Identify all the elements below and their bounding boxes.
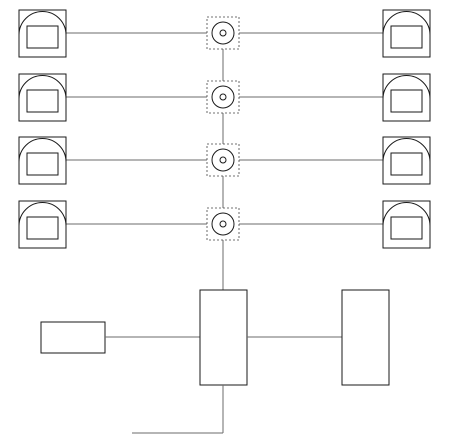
door-phone-station-icon xyxy=(382,136,431,185)
coaxial-splitter-icon xyxy=(206,16,240,50)
floor-row-1 xyxy=(18,9,431,58)
door-phone-station-icon xyxy=(18,9,67,58)
door-phone-station-icon xyxy=(382,9,431,58)
distributor-box xyxy=(199,289,248,386)
floor-row-3 xyxy=(18,136,431,185)
door-phone-station-icon xyxy=(382,73,431,122)
floor-row-2 xyxy=(18,73,431,122)
power-supply-box xyxy=(40,321,106,354)
door-phone-station-icon xyxy=(18,73,67,122)
coaxial-splitter-icon xyxy=(206,80,240,114)
floor-row-4 xyxy=(18,200,431,249)
door-phone-station-icon xyxy=(18,136,67,185)
door-phone-station-icon xyxy=(382,200,431,249)
equipment-section xyxy=(40,289,390,434)
coaxial-splitter-icon xyxy=(206,207,240,241)
coaxial-splitter-icon xyxy=(206,143,240,177)
control-unit-box xyxy=(341,289,390,386)
door-phone-station-icon xyxy=(18,200,67,249)
